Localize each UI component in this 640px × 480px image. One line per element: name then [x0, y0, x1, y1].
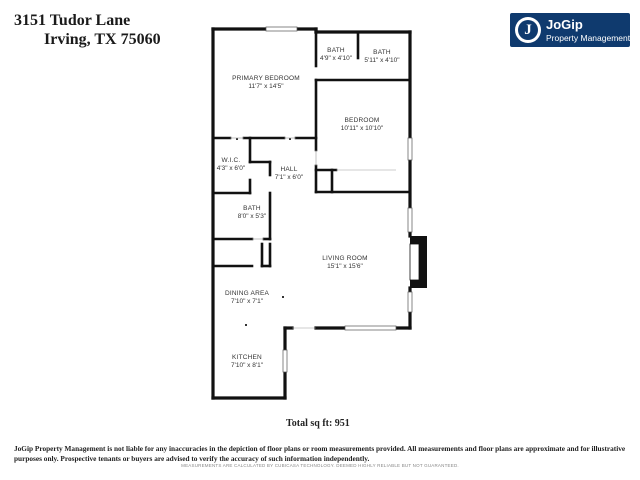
fireplace-icon [409, 236, 427, 288]
room-dining-area: DINING AREA 7'10" x 7'1" [225, 290, 269, 306]
room-dimensions: 5'11" x 4'10" [364, 57, 400, 64]
windows [265, 26, 413, 373]
room-dimensions: 4'9" x 4'10" [319, 55, 353, 62]
room-name: BEDROOM [344, 117, 380, 124]
room-primary-bedroom: PRIMARY BEDROOM 11'7" x 14'5" [232, 75, 300, 91]
address-city: Irving, TX 75060 [44, 31, 161, 48]
room-dimensions: 8'0" x 5'3" [237, 213, 267, 220]
room-dimensions: 11'7" x 14'5" [248, 83, 284, 90]
exterior-walls [211, 27, 412, 400]
room-bath-2: BATH 5'11" x 4'10" [364, 49, 399, 65]
fixture-marks [236, 138, 291, 326]
room-wic: W.I.C. 4'3" x 6'0" [217, 157, 245, 173]
interior-walls [211, 30, 412, 268]
room-living-room: LIVING ROOM 15'1" x 15'6" [322, 255, 368, 271]
room-name: LIVING ROOM [322, 255, 368, 262]
room-bedroom: BEDROOM 10'11" x 10'10" [341, 117, 383, 133]
room-bath-3: BATH 8'0" x 5'3" [238, 205, 266, 221]
door-openings [230, 137, 396, 329]
room-name: HALL [280, 166, 298, 173]
room-kitchen: KITCHEN 7'10" x 8'1" [231, 354, 263, 370]
logo-j-icon: J [515, 17, 541, 43]
room-dimensions: 15'1" x 15'6" [327, 263, 363, 270]
room-name: BATH [327, 47, 345, 54]
company-logo: J JoGip Property Management [510, 13, 630, 47]
room-name: PRIMARY BEDROOM [232, 75, 300, 82]
room-dimensions: 7'10" x 7'1" [230, 298, 264, 305]
room-hall: HALL 7'1" x 6'0" [275, 166, 303, 182]
room-name: DINING AREA [224, 290, 270, 297]
room-name: KITCHEN [232, 354, 262, 361]
logo-subtitle: Property Management [546, 33, 631, 43]
room-bath-1: BATH 4'9" x 4'10" [320, 47, 352, 63]
room-name: BATH [243, 205, 261, 212]
total-square-feet: Total sq ft: 951 [286, 418, 350, 429]
address-street: 3151 Tudor Lane [14, 12, 131, 29]
room-name: BATH [373, 49, 391, 56]
room-name: W.I.C. [221, 157, 241, 164]
logo-name: JoGip [546, 17, 583, 32]
measurement-footnote: MEASUREMENTS ARE CALCULATED BY CUBICASA … [181, 463, 459, 468]
room-dimensions: 4'3" x 6'0" [216, 165, 246, 172]
room-dimensions: 10'11" x 10'10" [340, 125, 384, 132]
logo-mark-letter: J [524, 22, 532, 38]
room-dimensions: 7'1" x 6'0" [274, 174, 304, 181]
disclaimer-text: JoGip Property Management is not liable … [14, 444, 626, 463]
room-dimensions: 7'10" x 8'1" [230, 362, 264, 369]
